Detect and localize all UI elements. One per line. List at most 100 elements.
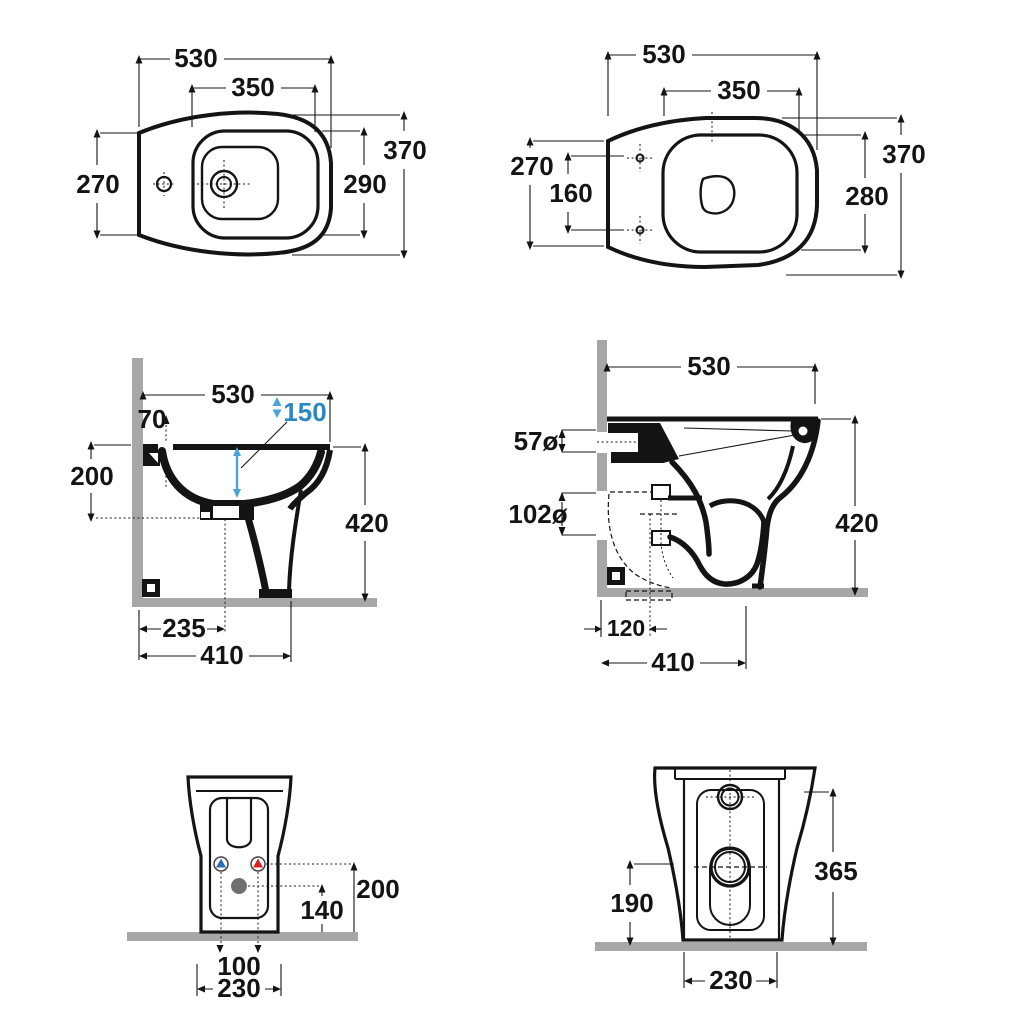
overflow-slot bbox=[225, 798, 253, 849]
back-panel bbox=[208, 796, 270, 920]
dim-label: 530 bbox=[687, 351, 730, 381]
dim-wc-top-370: 370 bbox=[782, 114, 926, 279]
trap-outer bbox=[667, 519, 767, 587]
front-wall-inner bbox=[766, 445, 795, 501]
hidden-outlet-pipe bbox=[607, 491, 679, 589]
dim-label: 70 bbox=[138, 404, 167, 434]
bidet-side-view: 530 70 150 200 420 235 410 bbox=[70, 358, 389, 670]
dim-label: 270 bbox=[510, 151, 553, 181]
wc-flush-hole bbox=[699, 175, 736, 215]
dim-label: 370 bbox=[383, 135, 426, 165]
wc-top-view: 530 350 270 160 370 280 bbox=[510, 39, 926, 279]
dim-label: 350 bbox=[717, 75, 760, 105]
construction-lines bbox=[220, 863, 351, 948]
dim-label: 200 bbox=[70, 461, 113, 491]
tap-hole bbox=[155, 175, 173, 193]
dim-bidet-top-270: 270 bbox=[76, 129, 137, 239]
pedestal-edges bbox=[682, 779, 781, 940]
bowl-section bbox=[158, 447, 325, 508]
floor bbox=[597, 588, 868, 597]
bidet-top-view: 530 350 270 370 290 bbox=[76, 43, 427, 259]
foot bbox=[259, 589, 292, 598]
dim-label: 420 bbox=[345, 508, 388, 538]
dim-label: 410 bbox=[651, 647, 694, 677]
dim-bidet-back-100: 100 bbox=[216, 945, 262, 981]
water-inlet-inner bbox=[720, 787, 740, 807]
dim-bidet-top-370: 370 bbox=[292, 111, 427, 259]
dim-label: 160 bbox=[549, 178, 592, 208]
dim-bidet-side-420: 420 bbox=[333, 443, 389, 602]
construction-lines bbox=[96, 425, 226, 634]
dim-label: 350 bbox=[231, 72, 274, 102]
dim-label: 150 bbox=[283, 397, 326, 427]
outlet-inner bbox=[714, 851, 746, 883]
centerlines bbox=[706, 770, 754, 940]
outlet-outer bbox=[709, 846, 751, 888]
fixing-hole-top bbox=[635, 153, 645, 163]
wc-back-view: 365 190 230 bbox=[595, 766, 867, 995]
wc-rim bbox=[661, 133, 799, 254]
dim-label: 410 bbox=[200, 640, 243, 670]
dim-label: 230 bbox=[217, 973, 260, 1003]
dim-label: 280 bbox=[845, 181, 888, 211]
wc-back-outline bbox=[653, 766, 817, 942]
dim-label: 235 bbox=[162, 613, 205, 643]
dim-label: 290 bbox=[343, 169, 386, 199]
dim-wc-side-120: 120 bbox=[584, 600, 667, 641]
dim-label: 140 bbox=[300, 895, 343, 925]
fixing-hole-bottom bbox=[635, 225, 645, 235]
dim-wc-top-270: 270 bbox=[510, 137, 604, 250]
bidet-body-outline bbox=[137, 110, 333, 257]
dim-bidet-back-200: 200 bbox=[350, 862, 400, 932]
fixing-block-hole bbox=[147, 584, 155, 592]
dim-wc-side-410: 410 bbox=[601, 606, 747, 677]
floor bbox=[595, 942, 867, 951]
tap-hole-gap bbox=[158, 443, 173, 452]
dim-bidet-side-235: 235 bbox=[138, 610, 225, 660]
dim-label: 57ø bbox=[514, 426, 559, 456]
floor bbox=[132, 598, 377, 607]
bidet-bowl bbox=[200, 145, 280, 221]
dim-label: 230 bbox=[709, 965, 752, 995]
dim-label: 100 bbox=[217, 951, 260, 981]
dim-wc-back-365: 365 bbox=[804, 788, 858, 946]
outer-shell bbox=[287, 449, 333, 511]
water-inlet-outer bbox=[716, 783, 744, 811]
pedestal-front-edge bbox=[241, 503, 270, 596]
dim-bidet-back-230: 230 bbox=[196, 964, 282, 1003]
dim-bidet-top-290: 290 bbox=[322, 127, 387, 239]
dim-wc-top-280: 280 bbox=[801, 131, 889, 254]
wall-bracket-notch bbox=[149, 453, 158, 463]
dim-label: 530 bbox=[211, 379, 254, 409]
wc-side-view: 530 57ø 102ø 420 120 410 bbox=[508, 340, 879, 677]
dim-wc-side-102: 102ø bbox=[508, 492, 596, 536]
dim-label: 200 bbox=[356, 874, 399, 904]
floor bbox=[127, 932, 358, 941]
dim-bidet-side-410: 410 bbox=[139, 601, 292, 670]
dim-wc-side-57: 57ø bbox=[514, 426, 596, 456]
drain-centerlines bbox=[197, 160, 251, 208]
pedestal-back-edge bbox=[287, 489, 303, 592]
rim-water-channel bbox=[678, 427, 796, 457]
dim-wc-top-530: 530 bbox=[604, 39, 821, 150]
dim-label: 370 bbox=[882, 139, 925, 169]
front-wall-outer bbox=[757, 418, 821, 590]
fixing-hole-centerlines bbox=[627, 112, 713, 244]
dim-bidet-side-530: 530 bbox=[139, 379, 334, 442]
drain-hole-outer bbox=[209, 169, 239, 199]
dim-bidet-back-140: 140 bbox=[300, 884, 344, 932]
hidden-outlet-footprint bbox=[625, 590, 673, 601]
dim-wc-top-350: 350 bbox=[660, 75, 803, 133]
dim-bidet-side-70: 70 bbox=[138, 404, 170, 434]
dim-bidet-side-150: 150 bbox=[272, 397, 327, 427]
trap-cavity bbox=[213, 506, 239, 518]
dim-label: 120 bbox=[607, 615, 645, 641]
dim-label: 270 bbox=[76, 169, 119, 199]
wall-opening-outlet bbox=[597, 491, 607, 540]
drain-hole-inner bbox=[216, 176, 232, 192]
bidet-rim bbox=[191, 129, 320, 240]
dim-label: 365 bbox=[814, 856, 857, 886]
rim-channel-hole bbox=[798, 426, 808, 436]
spigot-connector-top bbox=[651, 484, 671, 500]
